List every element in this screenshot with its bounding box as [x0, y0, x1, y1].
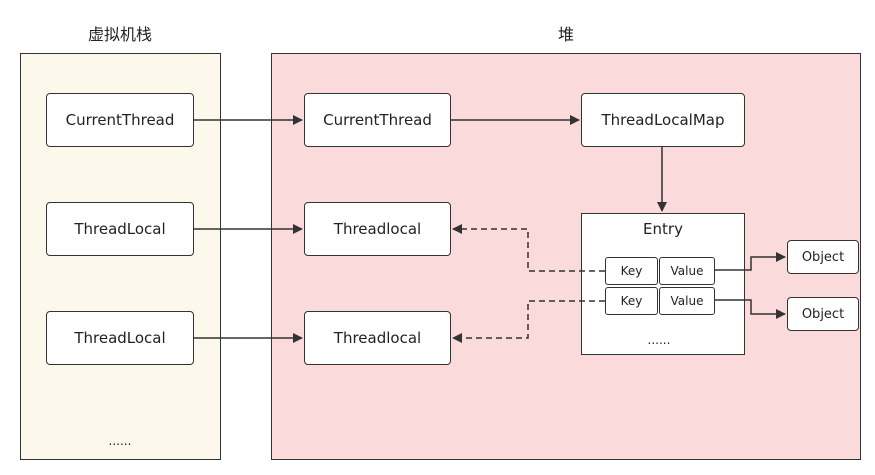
stack-threadlocal-1: ThreadLocal	[46, 202, 194, 256]
entry-ellipsis: ......	[647, 333, 671, 347]
entry-key-1: Key	[605, 257, 658, 285]
entry-value-1: Value	[659, 257, 715, 285]
heap-current-thread: CurrentThread	[304, 93, 451, 147]
object-1: Object	[787, 240, 859, 274]
object-2: Object	[787, 297, 859, 331]
entry-value-2: Value	[659, 287, 715, 315]
stack-ellipsis: ......	[108, 434, 132, 448]
stack-current-thread: CurrentThread	[46, 93, 194, 147]
threadlocal-map: ThreadLocalMap	[581, 93, 745, 147]
entry-key-2: Key	[605, 287, 658, 315]
heap-threadlocal-1: Threadlocal	[304, 202, 451, 256]
entry-title: Entry	[643, 220, 683, 238]
stack-title: 虚拟机栈	[87, 25, 152, 44]
heap-title: 堆	[557, 25, 574, 44]
stack-threadlocal-2: ThreadLocal	[46, 311, 194, 365]
heap-threadlocal-2: Threadlocal	[304, 311, 451, 365]
